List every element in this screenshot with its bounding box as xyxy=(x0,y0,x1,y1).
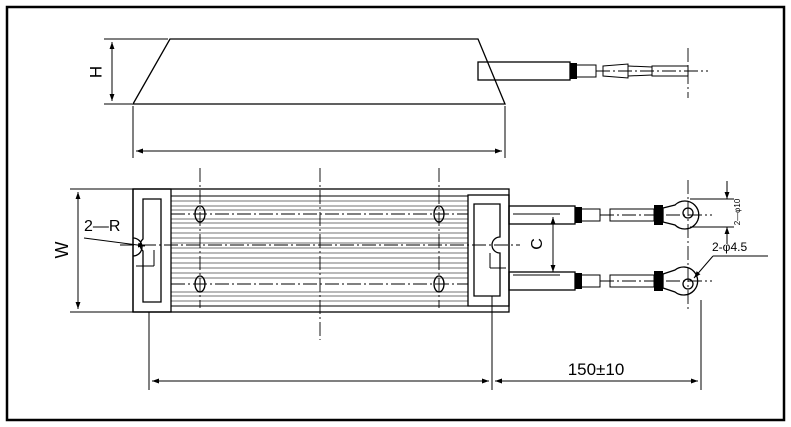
resistor-side-profile xyxy=(131,38,506,105)
hole-spacing-label: C xyxy=(529,238,546,250)
cooling-fins xyxy=(171,200,468,302)
left-mounting-bracket xyxy=(132,188,172,313)
lug-hole-leader xyxy=(693,255,714,279)
side-cable-end xyxy=(570,63,577,79)
top-view xyxy=(120,168,712,340)
lug-width-label: 2—φ10 xyxy=(733,198,742,225)
resistor-fin-area xyxy=(170,195,469,307)
lug-hole-label: 2-φ4.5 xyxy=(712,240,747,254)
side-lug-terminal xyxy=(602,63,629,79)
radius-label: 2—R xyxy=(84,218,120,235)
width-label: W xyxy=(52,242,72,259)
right-mounting-bracket xyxy=(467,194,510,307)
height-label: H xyxy=(86,66,105,78)
resistor-body xyxy=(132,188,510,313)
lead-length-label: 150±10 xyxy=(568,360,625,379)
drawing-frame xyxy=(5,5,786,422)
side-view: H xyxy=(86,38,708,158)
radius-leader xyxy=(83,237,146,248)
